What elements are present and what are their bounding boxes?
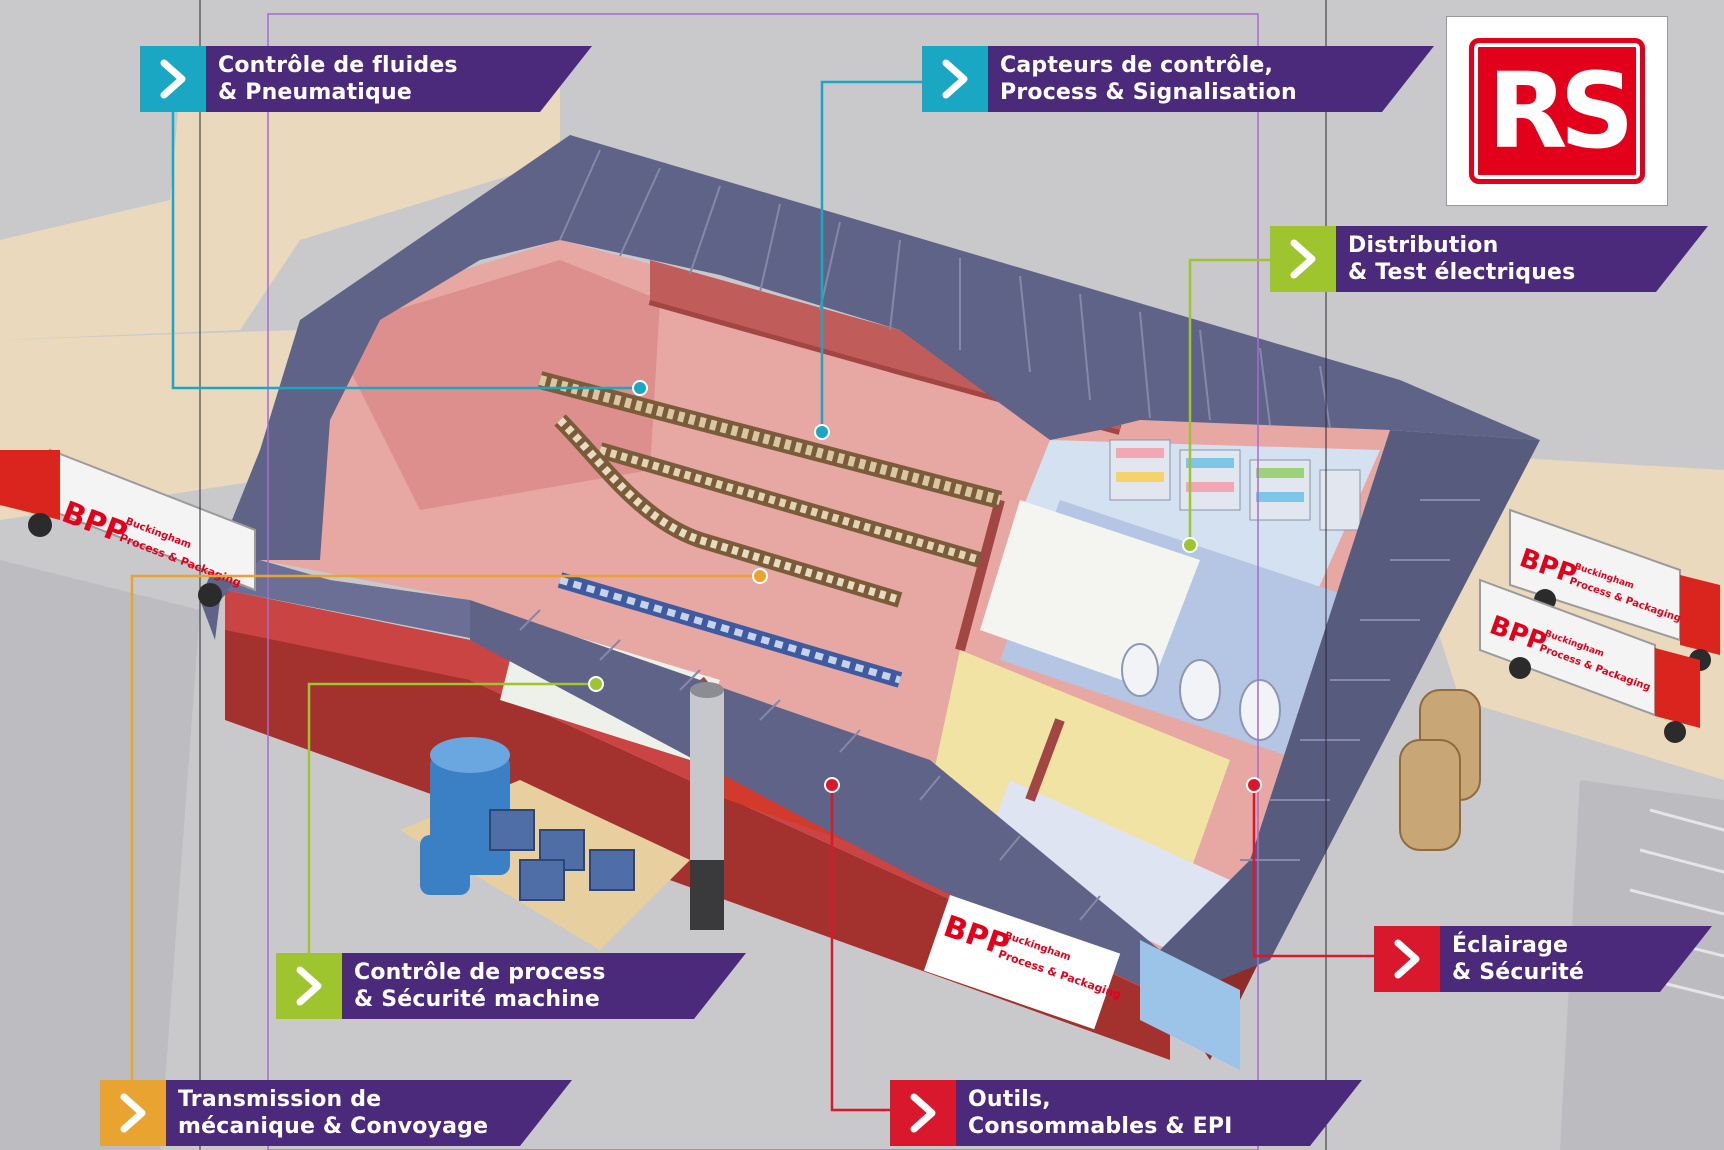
callout-process-control-line2: & Sécurité machine	[354, 987, 600, 1012]
leader-distribution	[1188, 258, 1270, 545]
chevron-right-icon	[100, 1080, 166, 1146]
rs-logo: RS	[1446, 16, 1668, 206]
rs-logo-text: RS	[1487, 50, 1635, 172]
callout-process-control[interactable]: Contrôle de process & Sécurité machine	[276, 953, 746, 1019]
callout-tools-label: Outils, Consommables & EPI	[956, 1080, 1362, 1146]
chevron-right-icon	[890, 1080, 956, 1146]
chevron-right-icon	[1374, 926, 1440, 992]
chevron-right-icon	[276, 953, 342, 1019]
leader-tools	[830, 785, 890, 1112]
callout-lighting-line1: Éclairage	[1452, 933, 1569, 958]
truck-east-2: BPP Buckingham Process & Packaging	[1479, 578, 1700, 743]
callout-lighting-line2: & Sécurité	[1452, 960, 1585, 985]
leader-lines	[130, 80, 1375, 1112]
shelf-goods	[1116, 448, 1304, 502]
callout-sensors-line2: Process & Signalisation	[1000, 80, 1297, 105]
front-sign-panel	[923, 894, 1121, 1030]
leader-transmission	[130, 574, 760, 1080]
leader-sensors	[820, 80, 922, 432]
road-path-northwest	[0, 60, 560, 340]
rs-logo-mark: RS	[1469, 38, 1645, 184]
ground-shadow-west	[0, 560, 200, 1150]
callout-sensors-label: Capteurs de contrôle, Process & Signalis…	[988, 46, 1434, 112]
silo-tanks	[1399, 689, 1481, 851]
chimney-top	[690, 682, 724, 698]
chevron-right-icon	[1270, 226, 1336, 292]
leader-process	[307, 682, 596, 954]
roof-ridges	[519, 149, 1480, 921]
crop-guide	[267, 13, 1259, 1150]
chiller-units	[489, 809, 635, 901]
callout-fluid-control[interactable]: Contrôle de fluides & Pneumatique	[140, 46, 592, 112]
callout-fluid-control-label: Contrôle de fluides & Pneumatique	[206, 46, 592, 112]
glass-entrance	[1140, 940, 1240, 1070]
callout-tools-line2: Consommables & EPI	[968, 1114, 1233, 1139]
callout-process-control-label: Contrôle de process & Sécurité machine	[342, 953, 746, 1019]
callout-tools-line1: Outils,	[968, 1087, 1051, 1112]
callout-transmission-line1: Transmission de	[178, 1087, 382, 1112]
callout-transmission-line2: mécanique & Convoyage	[178, 1114, 489, 1139]
callout-process-control-line1: Contrôle de process	[354, 960, 606, 985]
callout-sensors-line1: Capteurs de contrôle,	[1000, 53, 1274, 78]
roof	[200, 135, 1540, 1000]
callout-lighting-label: Éclairage & Sécurité	[1440, 926, 1712, 992]
conveyor-lines	[537, 371, 1003, 688]
blue-tank-large-top	[430, 737, 510, 773]
office-yellow	[930, 650, 1230, 900]
callout-fluid-control-line1: Contrôle de fluides	[218, 53, 458, 78]
leader-fluid	[171, 110, 640, 390]
callout-lighting[interactable]: Éclairage & Sécurité	[1374, 926, 1712, 992]
callout-tools[interactable]: Outils, Consommables & EPI	[890, 1080, 1362, 1146]
blue-tank-small	[420, 835, 470, 895]
chevron-right-icon	[140, 46, 206, 112]
callout-transmission-label: Transmission de mécanique & Convoyage	[166, 1080, 572, 1146]
building-wall-band	[225, 590, 1170, 1000]
callout-distribution-line1: Distribution	[1348, 233, 1499, 258]
callout-fluid-control-line2: & Pneumatique	[218, 80, 412, 105]
chevron-right-icon	[922, 46, 988, 112]
leader-dots	[588, 380, 1262, 793]
callout-distribution-line2: & Test électriques	[1348, 260, 1576, 285]
control-room	[980, 500, 1200, 690]
chimney-base	[690, 860, 724, 930]
callout-distribution[interactable]: Distribution & Test électriques	[1270, 226, 1708, 292]
callout-distribution-label: Distribution & Test électriques	[1336, 226, 1708, 292]
process-tanks-interior	[1121, 643, 1281, 741]
leader-lighting	[1252, 785, 1375, 958]
callout-sensors[interactable]: Capteurs de contrôle, Process & Signalis…	[922, 46, 1434, 112]
callout-transmission[interactable]: Transmission de mécanique & Convoyage	[100, 1080, 572, 1146]
reception-room	[980, 780, 1230, 960]
